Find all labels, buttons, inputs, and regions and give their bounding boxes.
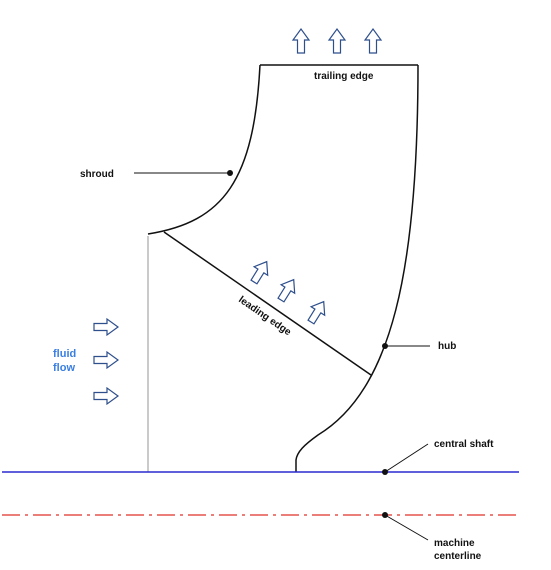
outlet-arrow xyxy=(328,28,346,54)
passage-arrow xyxy=(246,256,275,287)
outlet-arrows xyxy=(292,28,382,54)
fluid-flow-label-line1: fluid xyxy=(53,348,76,360)
passage-arrow xyxy=(303,296,332,327)
passage-arrow xyxy=(273,274,302,305)
shroud-dot xyxy=(227,170,233,176)
trailing-edge-label: trailing edge xyxy=(314,71,374,82)
shroud-label: shroud xyxy=(80,169,114,180)
machine-centerline-label-line1: machine xyxy=(434,538,475,549)
central-shaft-leader xyxy=(384,443,429,473)
shroud-curve xyxy=(147,64,261,235)
centerline-dot xyxy=(382,512,388,518)
inlet-arrow xyxy=(93,387,119,405)
impeller-outline xyxy=(147,64,419,472)
machine-centerline-label-line2: centerline xyxy=(434,551,482,562)
inlet-arrow xyxy=(93,318,119,336)
marker-dots xyxy=(227,170,388,518)
inlet-arrow xyxy=(93,351,119,369)
hub-dot xyxy=(382,343,388,349)
hub-label: hub xyxy=(438,341,456,352)
central-shaft-label: central shaft xyxy=(434,439,494,450)
leader-lines xyxy=(134,172,430,541)
hub-curve xyxy=(295,64,419,472)
fluid-flow-label-line2: flow xyxy=(53,362,75,374)
central-shaft-dot xyxy=(382,469,388,475)
leading-edge-line xyxy=(163,231,372,376)
inlet-arrows xyxy=(93,318,119,405)
outlet-arrow xyxy=(364,28,382,54)
outlet-arrow xyxy=(292,28,310,54)
centerline-leader xyxy=(384,514,429,541)
